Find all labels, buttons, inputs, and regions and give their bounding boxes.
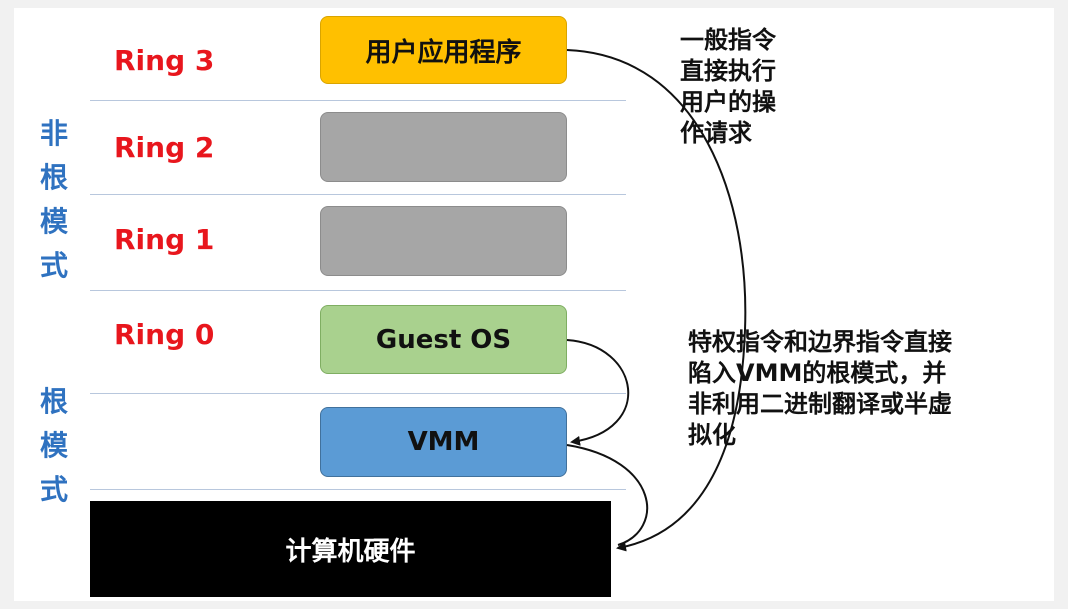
separator-line [90,393,626,394]
privileged-instruction-note: 特权指令和边界指令直接 陷入VMM的根模式，并 非利用二进制翻译或半虚 拟化 [688,327,952,451]
separator-line [90,489,626,490]
non-root-char: 非 [39,117,68,150]
note-line: 拟化 [688,421,736,449]
root-char: 模 [39,429,68,462]
guest-os-box: Guest OS [320,305,567,374]
note-line: 作请求 [680,119,752,147]
non-root-char: 根 [39,161,68,194]
separator-line [90,290,626,291]
ring0-label: Ring 0 [114,318,215,351]
separator-line [90,100,626,101]
note-line: 非利用二进制翻译或半虚 [688,390,952,418]
ring1-box [320,206,567,276]
hardware-box: 计算机硬件 [90,501,611,597]
root-mode-label: 根 模 式 [34,380,74,512]
note-line: 直接执行 [680,57,776,85]
root-char: 式 [39,473,68,506]
separator-line [90,194,626,195]
ring2-label: Ring 2 [114,131,215,164]
vmm-box: VMM [320,407,567,477]
user-application-box: 用户应用程序 [320,16,567,84]
note-line: 特权指令和边界指令直接 [688,328,952,356]
general-instruction-note: 一般指令 直接执行 用户的操 作请求 [680,25,776,149]
non-root-char: 式 [39,249,68,282]
ring2-box [320,112,567,182]
ring3-label: Ring 3 [114,44,215,77]
note-line: 一般指令 [680,26,776,54]
non-root-mode-label: 非 根 模 式 [34,112,74,288]
note-line: 陷入VMM的根模式，并 [688,359,947,387]
root-char: 根 [39,385,68,418]
ring1-label: Ring 1 [114,223,215,256]
non-root-char: 模 [39,205,68,238]
note-line: 用户的操 [680,88,776,116]
